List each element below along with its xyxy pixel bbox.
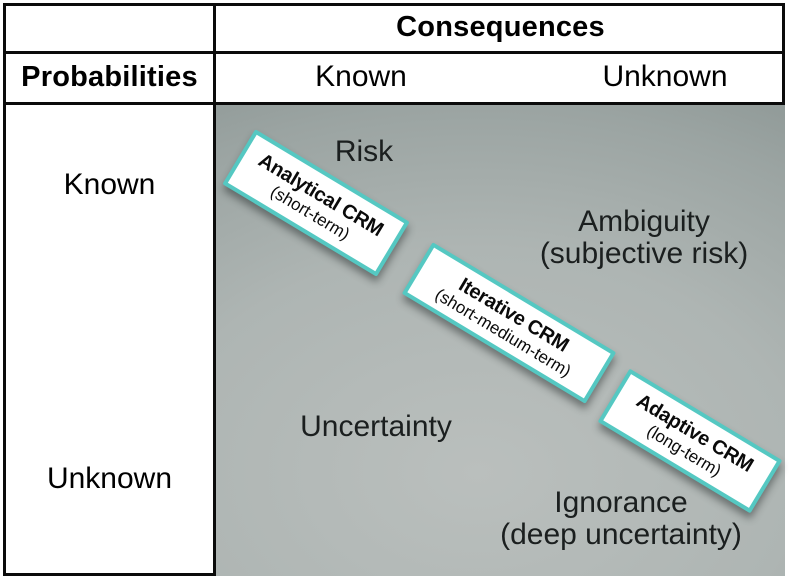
consequences-axis-title: Consequences	[396, 10, 605, 43]
ignorance-line2: (deep uncertainty)	[500, 518, 742, 551]
grid-line-horizontal-2	[3, 102, 785, 105]
quadrant-label-risk: Risk	[334, 135, 394, 168]
ignorance-line1: Ignorance	[554, 486, 688, 519]
grid-line-horizontal-1	[3, 51, 785, 54]
probabilities-axis-title: Probabilities	[21, 60, 198, 93]
row-header-known: Known	[63, 168, 156, 201]
quadrant-label-ambiguity: Ambiguity (subjective risk)	[474, 206, 794, 270]
column-header-unknown: Unknown	[602, 60, 728, 93]
column-header-known: Known	[315, 60, 407, 93]
grid-line-vertical	[213, 3, 216, 576]
quadrant-label-uncertainty: Uncertainty	[300, 410, 452, 443]
ambiguity-line2: (subjective risk)	[539, 237, 749, 270]
row-header-unknown: Unknown	[46, 462, 173, 495]
quadrant-label-ignorance: Ignorance (deep uncertainty)	[451, 487, 791, 551]
quadrant-field: Risk Ambiguity (subjective risk) Uncerta…	[216, 105, 785, 576]
ambiguity-line1: Ambiguity	[578, 205, 710, 238]
